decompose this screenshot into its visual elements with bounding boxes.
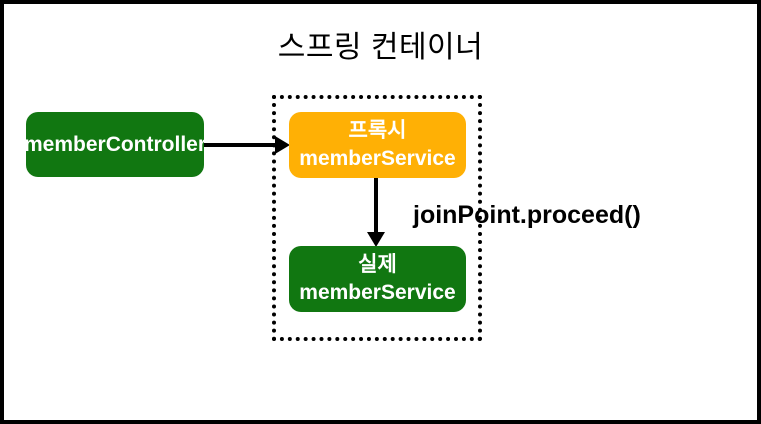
member-controller-node: memberController xyxy=(23,112,207,177)
dotted-bean-boundary xyxy=(272,95,482,341)
proxy-label-line1: 프록시 xyxy=(348,119,407,142)
joinpoint-proceed-annotation: joinPoint.proceed() xyxy=(413,201,641,229)
real-label-line2: memberService xyxy=(299,281,456,304)
proxy-label-line2: memberService xyxy=(299,147,456,170)
member-controller-label: memberController xyxy=(23,132,207,156)
real-member-service-node: 실제 memberService xyxy=(289,246,466,312)
diagram-title: 스프링 컨테이너 xyxy=(277,31,484,64)
real-label-line1: 실제 xyxy=(358,253,397,276)
controller-to-proxy-arrowhead-icon xyxy=(275,136,290,154)
proxy-member-service-node: 프록시 memberService xyxy=(289,112,466,178)
proxy-to-real-arrowhead-icon xyxy=(367,232,385,247)
controller-to-proxy-arrow-line xyxy=(204,143,277,147)
proxy-to-real-arrow-line xyxy=(374,178,378,234)
